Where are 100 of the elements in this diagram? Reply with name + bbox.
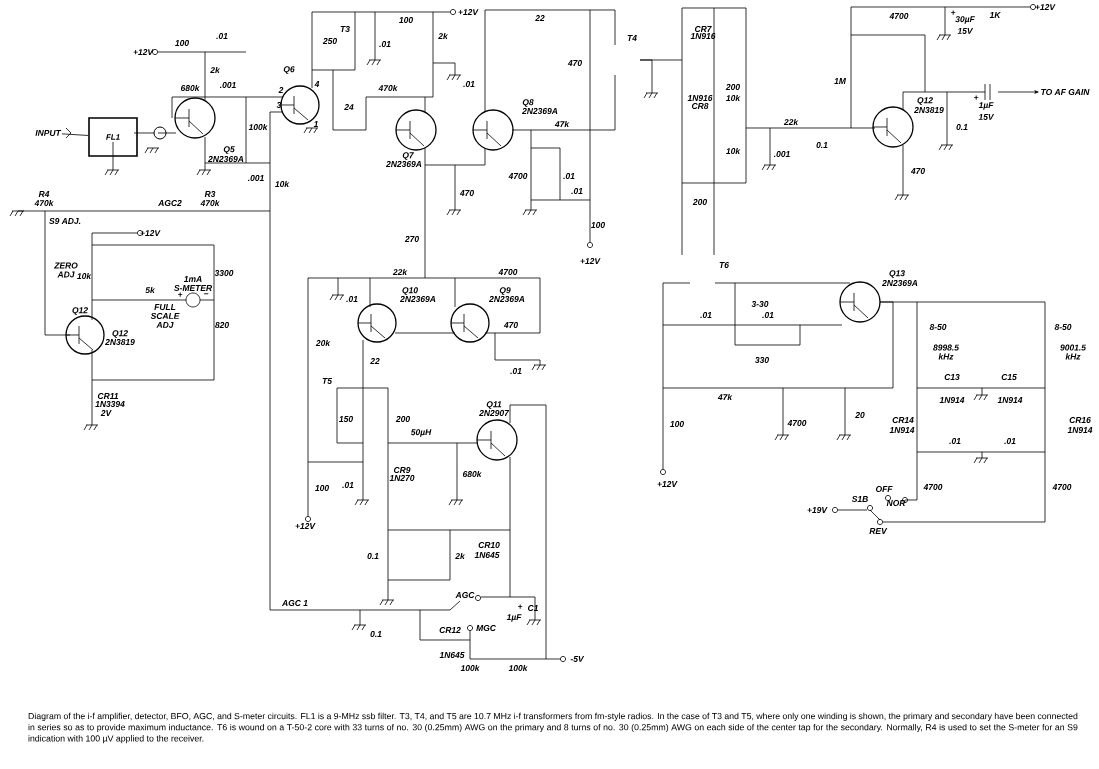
component-label: 4 bbox=[314, 81, 320, 87]
component-label: C15 bbox=[1001, 374, 1017, 380]
component-label: CR9 bbox=[393, 467, 411, 473]
component-label: Q10 bbox=[402, 287, 418, 295]
component-label: FULL SCALE ADJ bbox=[150, 304, 180, 328]
component-label: 1K bbox=[989, 12, 1001, 18]
component-label: 100 bbox=[670, 421, 684, 427]
component-label: 2k bbox=[455, 552, 466, 560]
component-label: 4700 bbox=[889, 13, 909, 19]
component-label: 8-50 bbox=[1054, 324, 1072, 330]
component-label: 22k bbox=[783, 118, 799, 126]
component-label: S9 ADJ. bbox=[49, 218, 81, 224]
component-label: 470 bbox=[567, 60, 582, 66]
component-label: 470k bbox=[378, 84, 398, 92]
port-label: TO AF GAIN bbox=[1041, 89, 1090, 95]
component-label: + bbox=[951, 10, 956, 15]
component-label: 1N916 bbox=[690, 33, 716, 39]
component-label: +12V bbox=[657, 481, 678, 487]
component-label: S1B bbox=[851, 496, 868, 502]
component-label: 0.1 bbox=[816, 142, 828, 148]
component-label: AGC bbox=[455, 592, 475, 598]
component-label: 47k bbox=[554, 120, 570, 128]
component-label: .01 bbox=[379, 41, 391, 47]
component-label: 8998.5 kHz bbox=[933, 344, 960, 360]
component-label: 4700 bbox=[787, 420, 807, 426]
component-label: 20k bbox=[315, 339, 331, 347]
component-label: +12V bbox=[1035, 4, 1056, 10]
component-label: 1N645 bbox=[439, 652, 465, 658]
component-label: C1 bbox=[528, 605, 538, 611]
component-label: 22k bbox=[392, 268, 408, 276]
component-label: 100 bbox=[175, 40, 189, 46]
component-label: MGC bbox=[476, 625, 496, 631]
component-label: .01 bbox=[342, 482, 354, 488]
component-label: 1µF bbox=[506, 614, 522, 622]
component-label: 2N2369A bbox=[386, 161, 422, 167]
component-label: 2N2369A bbox=[208, 156, 244, 162]
component-label: AGC2 bbox=[158, 200, 182, 206]
component-label: 200 bbox=[395, 416, 410, 422]
component-label: Q7 bbox=[402, 152, 414, 160]
component-label: +12V bbox=[295, 523, 316, 529]
component-label: 150 bbox=[339, 416, 353, 422]
component-label: 100 bbox=[591, 222, 605, 228]
component-label: 2N2369A bbox=[522, 108, 558, 114]
port-label: INPUT bbox=[35, 130, 62, 136]
component-label: 1M bbox=[834, 78, 847, 84]
component-label: 10k bbox=[77, 272, 92, 280]
component-label: 680k bbox=[463, 470, 482, 478]
component-label: 1N3394 bbox=[95, 401, 125, 407]
component-label: 820 bbox=[215, 322, 229, 328]
component-label: 15V bbox=[978, 114, 995, 120]
component-label: 15V bbox=[957, 28, 974, 34]
component-label: ZERO ADJ bbox=[54, 262, 78, 278]
component-label: T5 bbox=[322, 378, 333, 384]
component-label: 0.1 bbox=[370, 631, 382, 637]
component-label: 330 bbox=[755, 357, 769, 363]
component-label: 1µF bbox=[978, 102, 994, 110]
component-label: 100k bbox=[508, 664, 528, 672]
component-label: CR12 bbox=[439, 627, 461, 633]
component-label: 3300 bbox=[214, 270, 234, 276]
component-label: Q6 bbox=[283, 66, 295, 74]
component-label: +12V bbox=[580, 258, 601, 264]
component-label: R4 bbox=[38, 191, 50, 197]
component-label: 2N2907 bbox=[479, 410, 510, 416]
component-label: 4700 bbox=[508, 173, 528, 179]
component-label: Q8 bbox=[522, 99, 534, 107]
component-label: 100k bbox=[248, 123, 268, 131]
component-label: 1N645 bbox=[474, 552, 500, 558]
component-label: .01 bbox=[346, 296, 358, 302]
component-label: 1mA bbox=[183, 276, 202, 282]
component-label: Q12 bbox=[917, 97, 933, 105]
component-label: 1N914 bbox=[997, 397, 1023, 403]
component-label: S-METER bbox=[174, 285, 212, 291]
component-label: CR7 bbox=[694, 26, 712, 32]
component-label: 4700 bbox=[923, 484, 943, 490]
component-label: Q9 bbox=[499, 287, 511, 295]
component-label: Q11 bbox=[486, 401, 502, 409]
component-label: .01 bbox=[762, 312, 774, 318]
component-label: .01 bbox=[463, 81, 475, 87]
component-label: .01 bbox=[510, 368, 522, 374]
component-label: Q13 bbox=[889, 270, 905, 278]
component-label: Q12 bbox=[72, 307, 88, 315]
component-label: 2V bbox=[100, 410, 112, 416]
component-label: 2k bbox=[438, 32, 449, 40]
component-label: 24 bbox=[344, 104, 354, 110]
component-label: NOR bbox=[886, 500, 906, 506]
component-label: 250 bbox=[322, 38, 337, 44]
component-label: 2k bbox=[210, 66, 221, 74]
component-label: .01 bbox=[949, 438, 961, 444]
component-label: − bbox=[204, 293, 209, 295]
component-label: 4700 bbox=[1052, 484, 1072, 490]
component-label: 30µF bbox=[955, 16, 975, 24]
component-label: -5V bbox=[570, 656, 585, 662]
component-label: 3-30 bbox=[751, 301, 769, 307]
component-label: 10k bbox=[275, 180, 290, 188]
component-label: CR10 bbox=[478, 542, 500, 548]
component-label: +19V bbox=[807, 507, 828, 513]
component-label: 22 bbox=[370, 358, 380, 364]
component-label: 100 bbox=[315, 485, 329, 491]
component-label: 2N2369A bbox=[400, 296, 436, 302]
component-label: CR14 bbox=[892, 417, 914, 423]
